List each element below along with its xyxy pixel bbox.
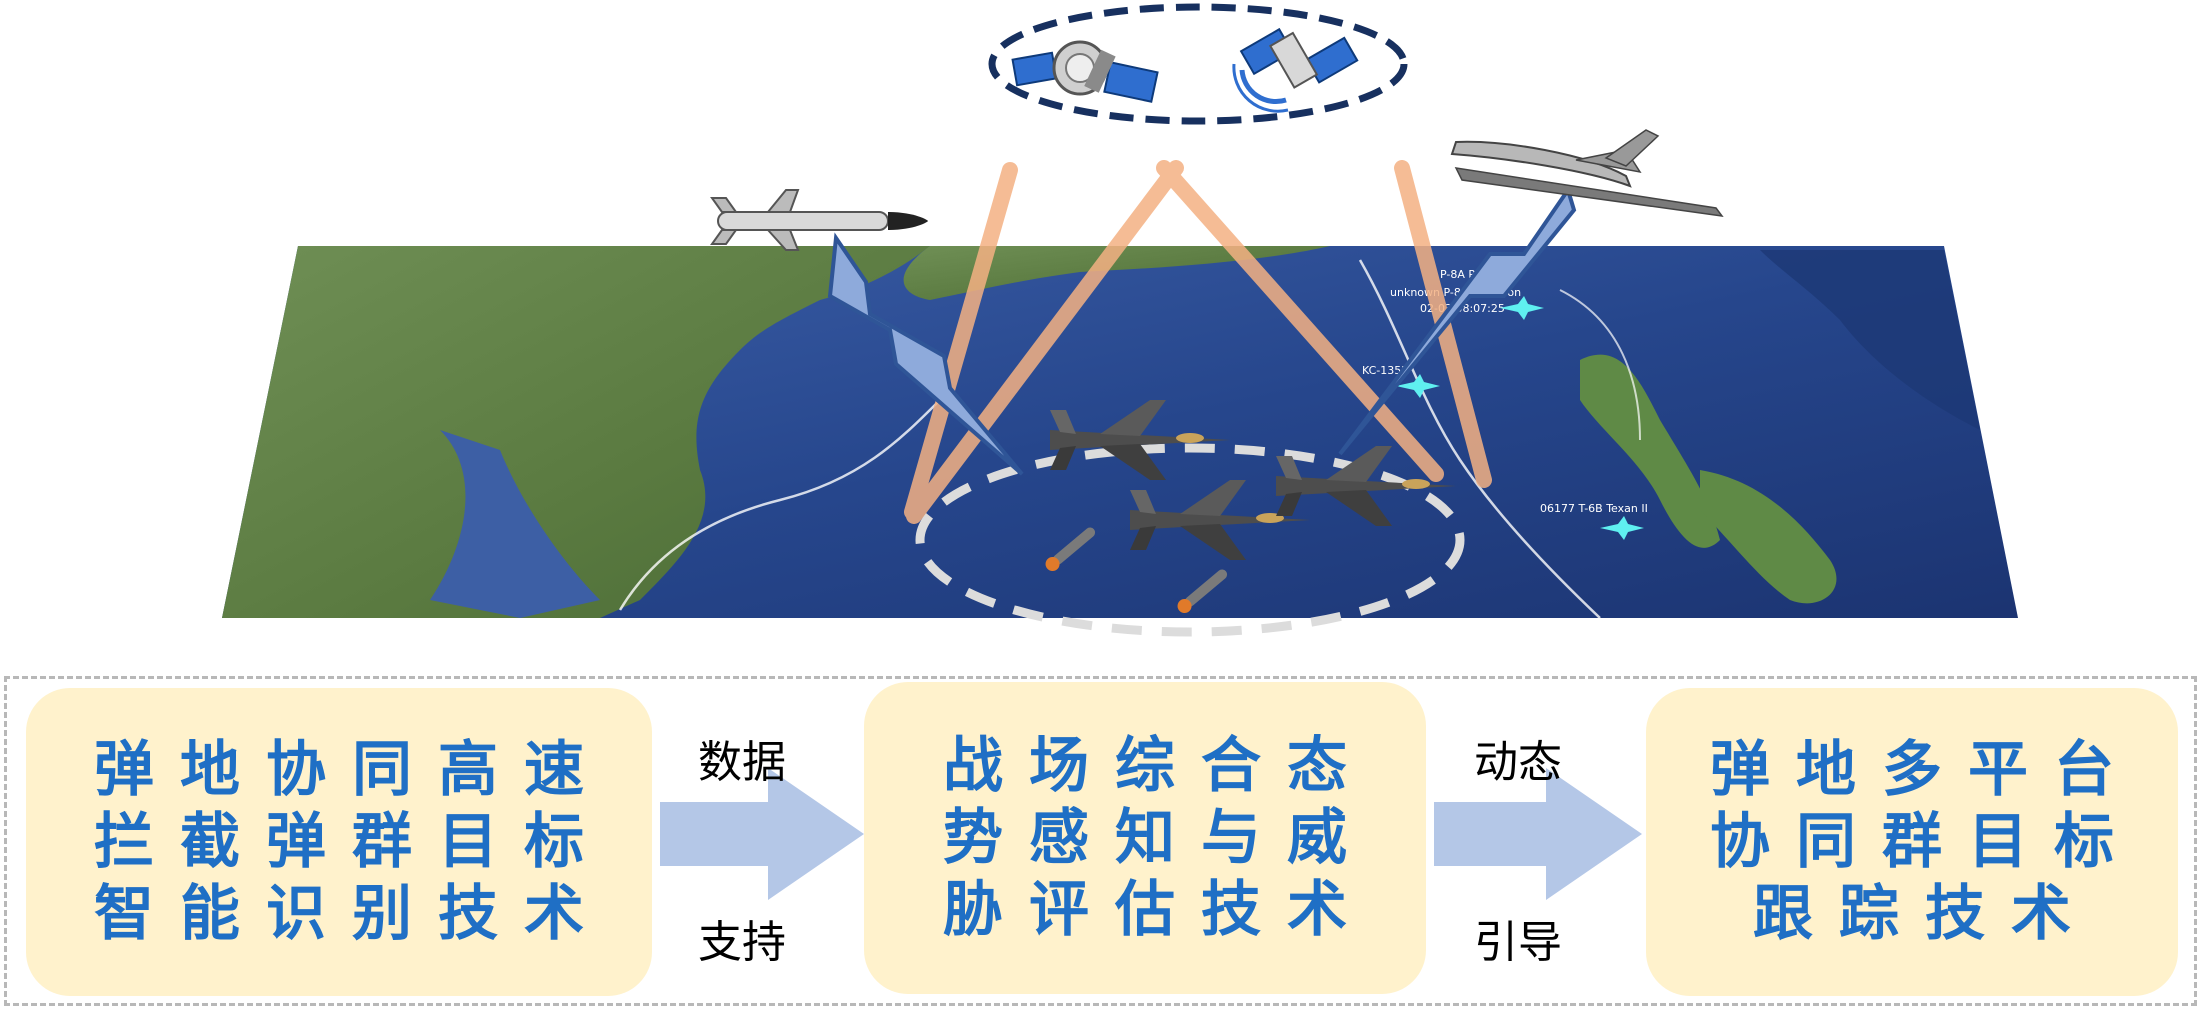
group-tracking-box: 弹地多平台 协同群目标 跟踪技术 [1646, 688, 2178, 996]
uav-datalink-beam [1338, 185, 1577, 456]
arrow-label-guidance: 引导 [1474, 917, 1562, 968]
situation-awareness-box: 战场综合态 势感知与威 胁评估技术 [864, 682, 1426, 994]
technology-flow-panel [4, 676, 2197, 1006]
interceptor-missile-icon [1045, 527, 1096, 571]
battlefield-scene: P-8A Poseidon unknown P-8A Poseidon 02-0… [222, 3, 2018, 637]
engagement-zone-circle [915, 443, 1465, 637]
track-label: KC-135R [1362, 364, 1409, 377]
uav-drone-icon [1450, 129, 1724, 217]
arrow-right-icon [1434, 768, 1642, 900]
arrow-label-data: 数据 [698, 737, 786, 788]
missile-datalink-beam [827, 232, 1024, 476]
arrow-label-dynamic: 动态 [1474, 737, 1562, 788]
fighter-jet-icon [1050, 400, 1230, 480]
target-recognition-box: 弹地协同高速 拦截弹群目标 智能识别技术 [26, 688, 652, 996]
track-label: 06177 T-6B Texan II [1540, 502, 1648, 515]
situation-awareness-text: 战场综合态 势感知与威 胁评估技术 [943, 731, 1373, 945]
fighter-jet-icon [1130, 480, 1310, 560]
satellite-icon [1011, 40, 1159, 103]
fighter-jet-icon [1276, 446, 1456, 526]
aircraft-track-icons [1396, 296, 1644, 540]
interceptor-missile-icon [1177, 569, 1228, 613]
cruise-missile-icon [710, 189, 928, 251]
arrow-right-icon [660, 768, 864, 900]
group-tracking-text: 弹地多平台 协同群目标 跟踪技术 [1710, 735, 2140, 949]
sensor-beams [904, 160, 1492, 524]
arrow-label-support: 支持 [698, 917, 786, 968]
target-recognition-text: 弹地协同高速 拦截弹群目标 智能识别技术 [94, 735, 610, 949]
satellite-group-ellipse [988, 3, 1408, 125]
satellite-dish-icon [1232, 27, 1359, 113]
